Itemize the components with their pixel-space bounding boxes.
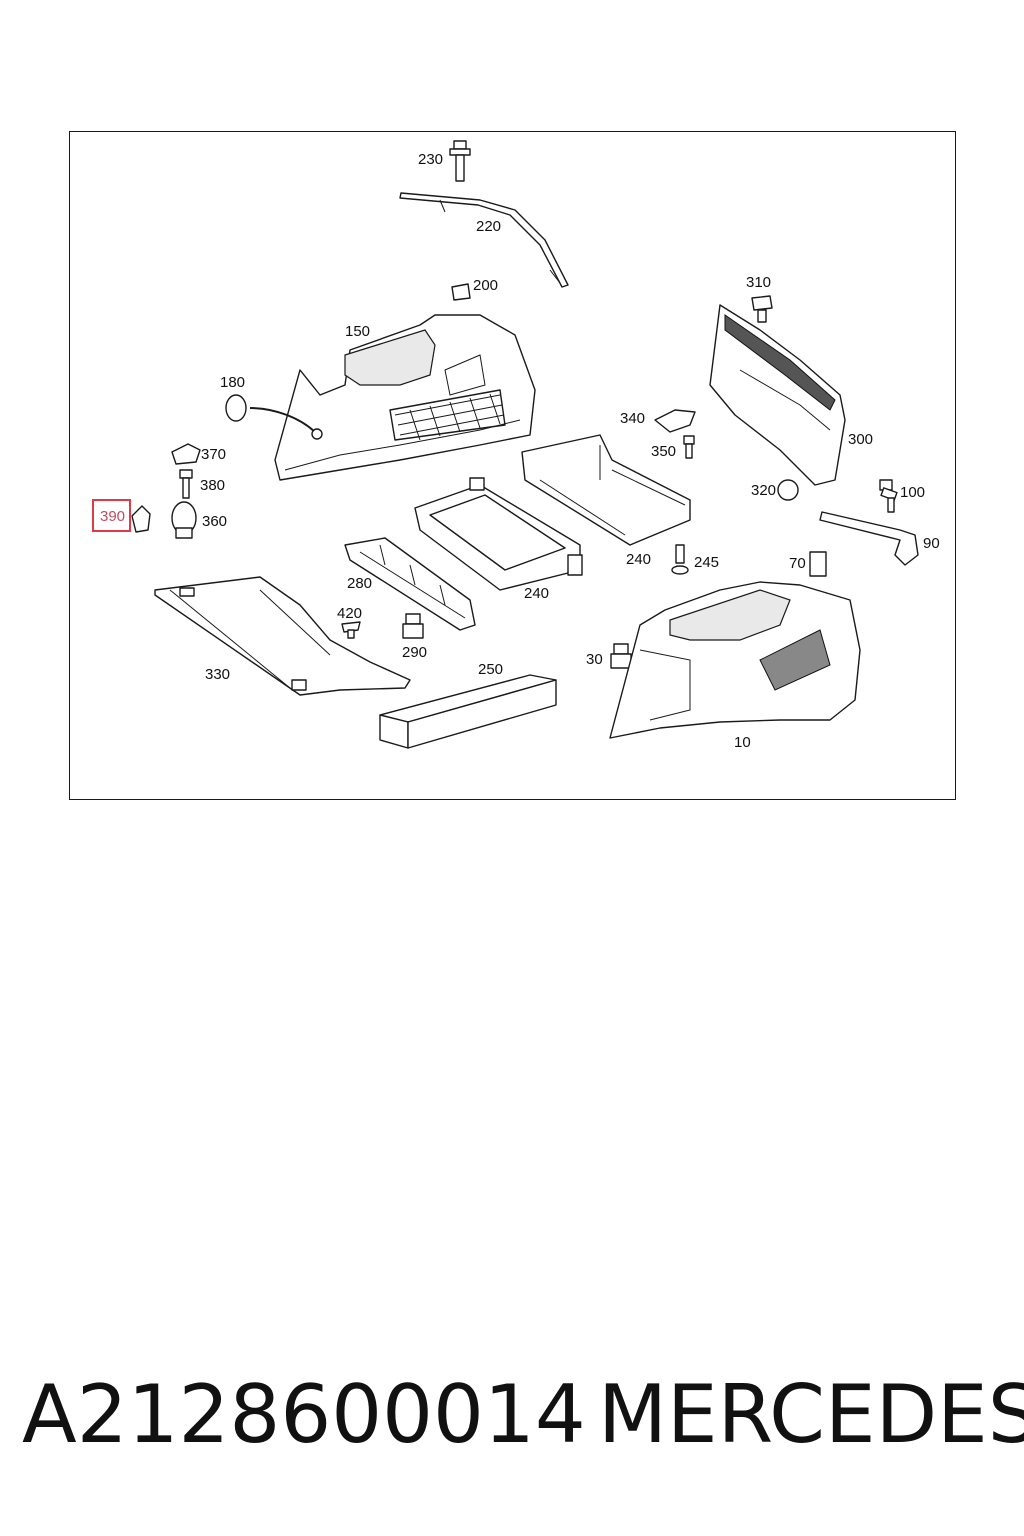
part-250-foam-block [379, 674, 557, 749]
callout-10: 10 [734, 734, 751, 751]
callout-70: 70 [789, 555, 806, 572]
brand-caption: MERCEDES [598, 1368, 1024, 1461]
callout-290: 290 [402, 644, 428, 661]
callout-420: 420 [337, 605, 363, 622]
part-100-pin [879, 479, 898, 513]
callout-350: 350 [651, 443, 677, 460]
part-number-caption: A2128600014 [22, 1368, 586, 1461]
callout-180: 180 [220, 374, 246, 391]
callout-220: 220 [476, 218, 502, 235]
part-220-trim-strip [399, 192, 569, 288]
part-350-screw [683, 435, 695, 459]
part-310-clip [751, 295, 773, 323]
part-30-nut [610, 643, 632, 669]
callout-300: 300 [848, 431, 874, 448]
callout-280: 280 [347, 575, 373, 592]
part-340-bracket [654, 409, 696, 433]
part-230-clip [449, 140, 471, 182]
callout-360: 360 [202, 513, 228, 530]
part-245-screw [671, 544, 689, 575]
callout-390: 390 [92, 499, 132, 532]
callout-245: 245 [694, 554, 720, 571]
callout-100: 100 [900, 484, 926, 501]
part-200-clip [451, 283, 471, 301]
part-280-rail [344, 537, 476, 631]
callout-320: 320 [751, 482, 777, 499]
part-240-tray-center [414, 477, 583, 591]
part-320-grommet [777, 479, 799, 501]
part-240-tray-right [521, 434, 691, 546]
parts-diagram [131, 140, 919, 749]
callout-230: 230 [418, 151, 444, 168]
callout-250: 250 [478, 661, 504, 678]
callout-30: 30 [586, 651, 603, 668]
part-300-side-panel [709, 304, 846, 486]
part-90-bracket [819, 511, 919, 566]
part-180-cable [225, 394, 323, 440]
callout-150: 150 [345, 323, 371, 340]
callout-200: 200 [473, 277, 499, 294]
part-330-floor-cover [154, 576, 411, 696]
callout-380: 380 [200, 477, 226, 494]
part-370-cap [171, 443, 201, 465]
part-70-clip [809, 551, 827, 577]
callout-90: 90 [923, 535, 940, 552]
part-290-nut [402, 613, 424, 639]
part-10-side-panel [609, 581, 861, 739]
callout-330: 330 [205, 666, 231, 683]
callout-370: 370 [201, 446, 227, 463]
part-420-clip [341, 621, 361, 639]
part-360-hook [171, 501, 197, 539]
callout-240-center: 240 [524, 585, 550, 602]
callout-310: 310 [746, 274, 772, 291]
part-390-fastener [131, 505, 151, 533]
part-150-side-panel [274, 314, 536, 481]
part-380-screw [179, 469, 193, 499]
callout-340: 340 [620, 410, 646, 427]
callout-240-right: 240 [626, 551, 652, 568]
